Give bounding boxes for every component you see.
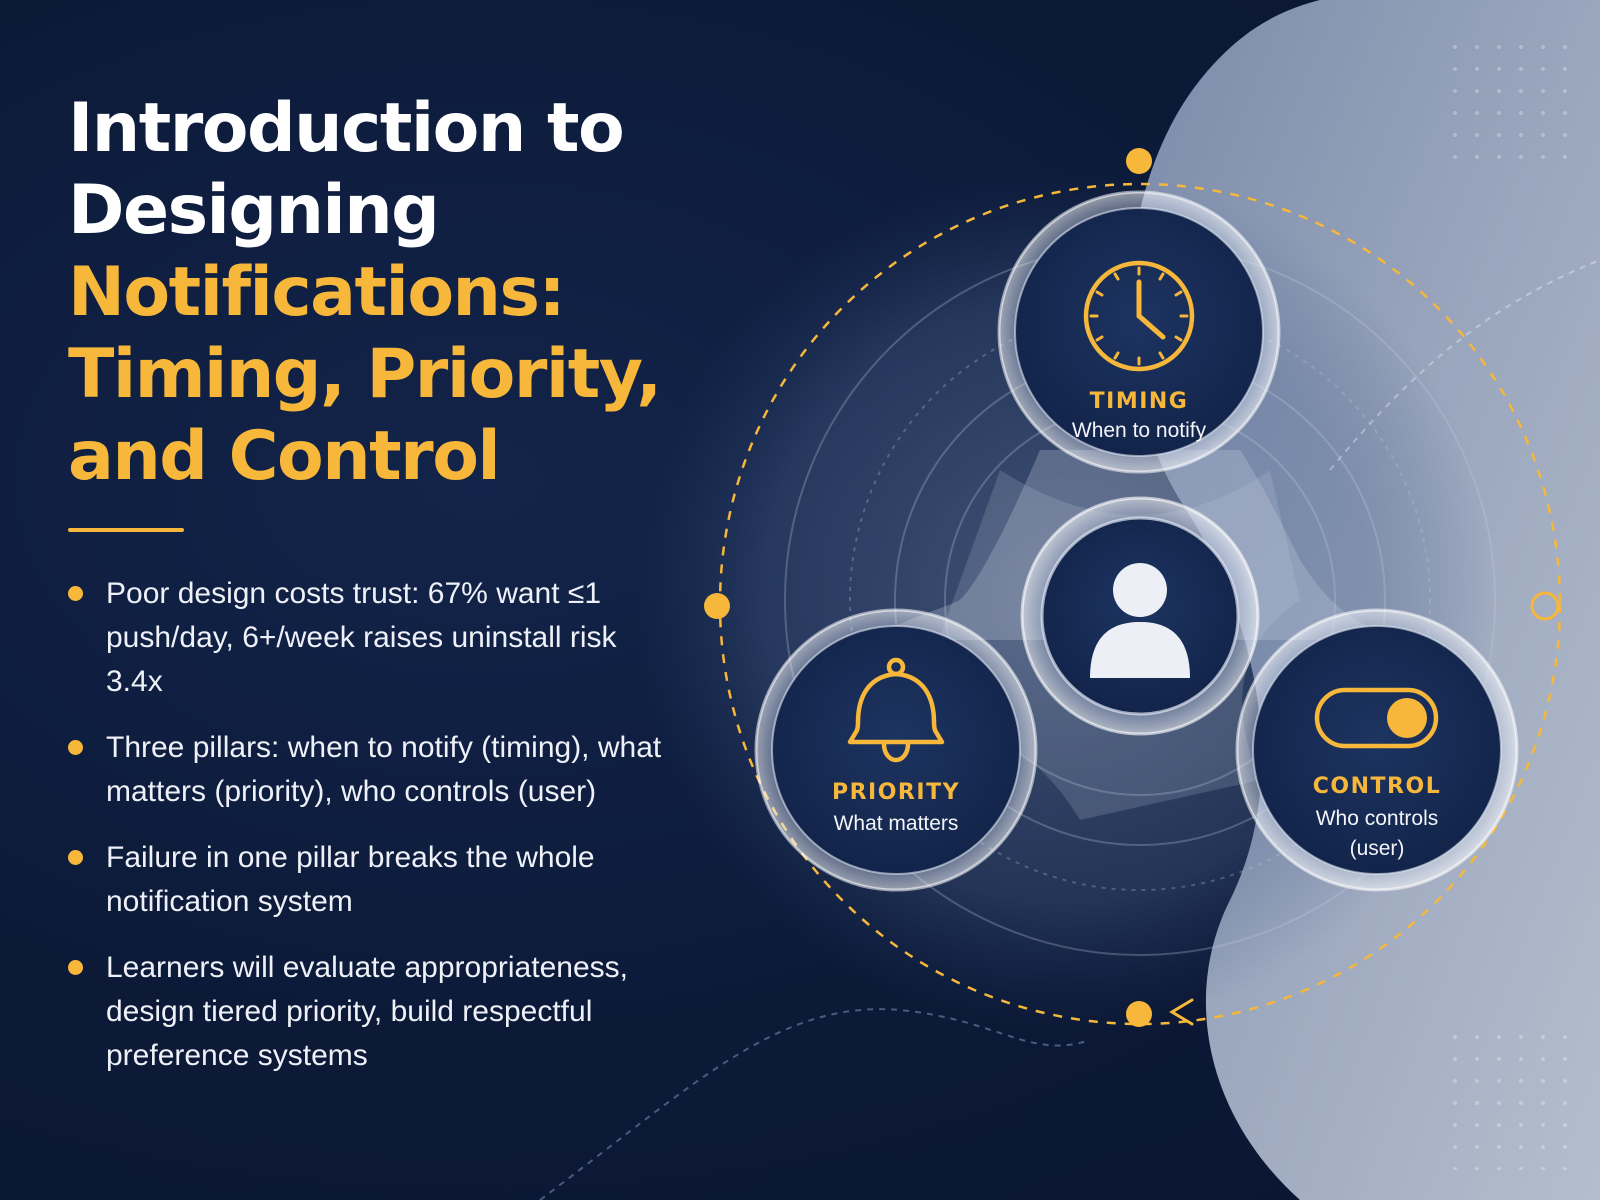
- orbit-arrow-chevron: [1169, 998, 1194, 1026]
- center-hub: [1020, 496, 1260, 736]
- orbit-marker-left: [704, 593, 730, 619]
- pillar-node-priority: PRIORITY What matters: [754, 608, 1038, 892]
- pillar-node-control: CONTROL Who controls (user): [1235, 608, 1519, 892]
- title-line-2: Designing: [68, 171, 440, 250]
- dot-grid-bottom: [1440, 1030, 1580, 1170]
- title-line-1: Introduction to: [68, 89, 625, 168]
- bullet-item: Three pillars: when to notify (timing), …: [68, 726, 668, 814]
- bullet-item: Failure in one pillar breaks the whole n…: [68, 836, 668, 924]
- bullet-text: Poor design costs trust: 67% want ≤1 pus…: [106, 577, 617, 698]
- timing-subtitle: When to notify: [1072, 419, 1207, 442]
- dot-grid-top: [1440, 40, 1580, 160]
- slide-text-column: Introduction to Designing Notifications:…: [68, 88, 668, 1100]
- bell-icon: [847, 657, 945, 763]
- bullet-dot: [68, 850, 83, 865]
- bullet-dot: [68, 740, 83, 755]
- priority-subtitle: What matters: [834, 812, 959, 835]
- user-icon: [1090, 563, 1190, 678]
- clock-icon: [1083, 260, 1195, 372]
- bullet-text: Failure in one pillar breaks the whole n…: [106, 841, 595, 918]
- control-subtitle-line-2: (user): [1350, 837, 1405, 860]
- bullet-text: Three pillars: when to notify (timing), …: [106, 731, 662, 808]
- priority-title: PRIORITY: [832, 780, 960, 805]
- bullet-dot: [68, 586, 83, 601]
- timing-title: TIMING: [1090, 389, 1189, 414]
- toggle-icon: [1314, 687, 1439, 749]
- orbit-marker-bottom: [1126, 1001, 1152, 1027]
- title-line-4: Timing, Priority,: [68, 335, 662, 414]
- slide-title: Introduction to Designing Notifications:…: [68, 88, 668, 498]
- title-line-3: Notifications:: [68, 253, 566, 332]
- title-line-5: and Control: [68, 417, 501, 496]
- bullet-text: Learners will evaluate appropriateness, …: [106, 951, 628, 1072]
- control-subtitle-line-1: Who controls: [1316, 807, 1439, 830]
- orbit-marker-top: [1126, 148, 1152, 174]
- bullet-list: Poor design costs trust: 67% want ≤1 pus…: [68, 572, 668, 1078]
- bullet-item: Learners will evaluate appropriateness, …: [68, 946, 668, 1078]
- orbit-marker-right: [1530, 591, 1560, 621]
- decorative-arc-right: [1329, 259, 1600, 471]
- title-underline: [68, 528, 184, 532]
- bullet-dot: [68, 960, 83, 975]
- pillar-node-timing: TIMING When to notify: [997, 190, 1281, 474]
- control-title: CONTROL: [1313, 774, 1441, 799]
- bullet-item: Poor design costs trust: 67% want ≤1 pus…: [68, 572, 668, 704]
